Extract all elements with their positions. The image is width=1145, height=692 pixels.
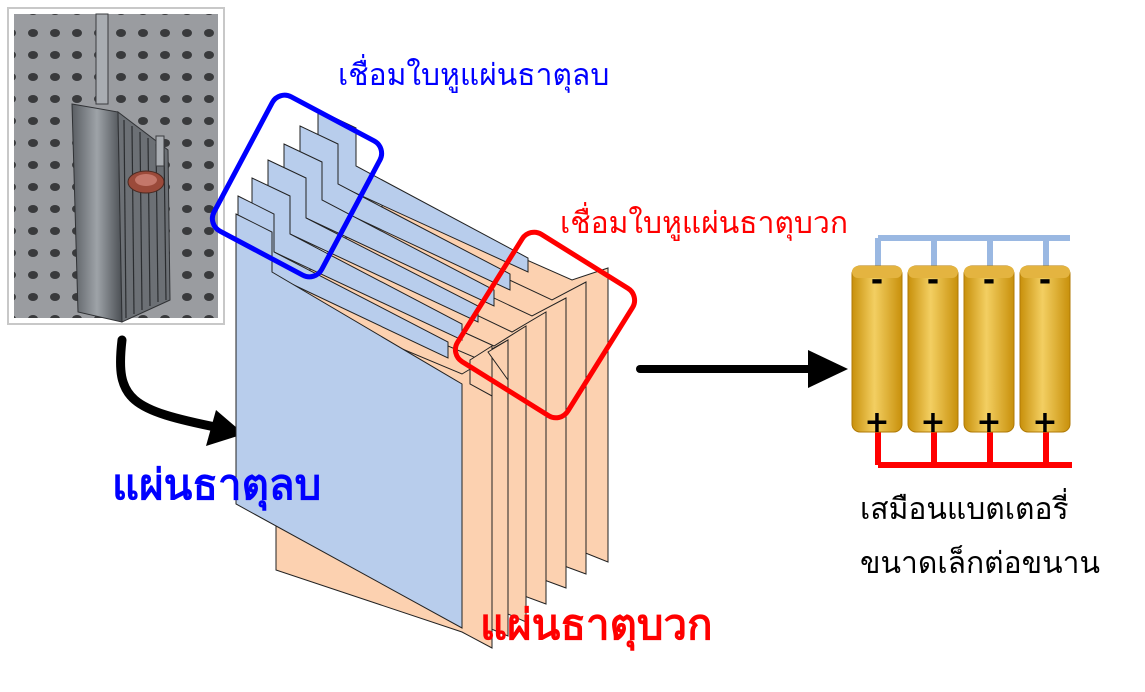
photo-to-plate-arrow (116, 335, 225, 433)
cell-4-positive-mark: + (1032, 405, 1057, 440)
cell-3-negative-mark: - (983, 263, 995, 298)
negative-tab-highlight-box (209, 92, 385, 280)
positive-tab-highlight-box (452, 229, 638, 421)
cell-3-positive-mark: + (976, 405, 1001, 440)
parallel-description-line2: ขนาดเล็กต่อขนาน (860, 546, 1101, 581)
parallel-description-line1: เสมือนแบตเตอรี่ (860, 492, 1069, 527)
arrow-head-left (206, 410, 244, 446)
battery-plate-stack-photo (7, 7, 225, 325)
positive-tab-weld-label: เชื่อมใบหูแผ่นธาตุบวก (560, 206, 848, 241)
battery-cell-4 (1019, 265, 1071, 433)
cell-2-negative-mark: - (927, 263, 939, 298)
negative-plates (235, 109, 529, 629)
cell-1-negative-mark: - (871, 263, 883, 298)
battery-cell-3 (963, 265, 1015, 433)
negative-tab-weld-label: เชื่อมใบหูแผ่นธาตุลบ (338, 58, 610, 93)
positive-plate-label: แผ่นธาตุบวก (480, 600, 713, 649)
cell-4-negative-mark: - (1039, 263, 1051, 298)
cell-2-positive-mark: + (920, 405, 945, 440)
negative-plate-label: แผ่นธาตุลบ (112, 460, 322, 509)
cell-1-positive-mark: + (864, 405, 889, 440)
straight-arrow-head (808, 350, 848, 388)
battery-cell-1 (851, 265, 903, 433)
battery-cell-2 (907, 265, 959, 433)
parallel-battery-schematic: - - - - + + + + (851, 235, 1072, 468)
